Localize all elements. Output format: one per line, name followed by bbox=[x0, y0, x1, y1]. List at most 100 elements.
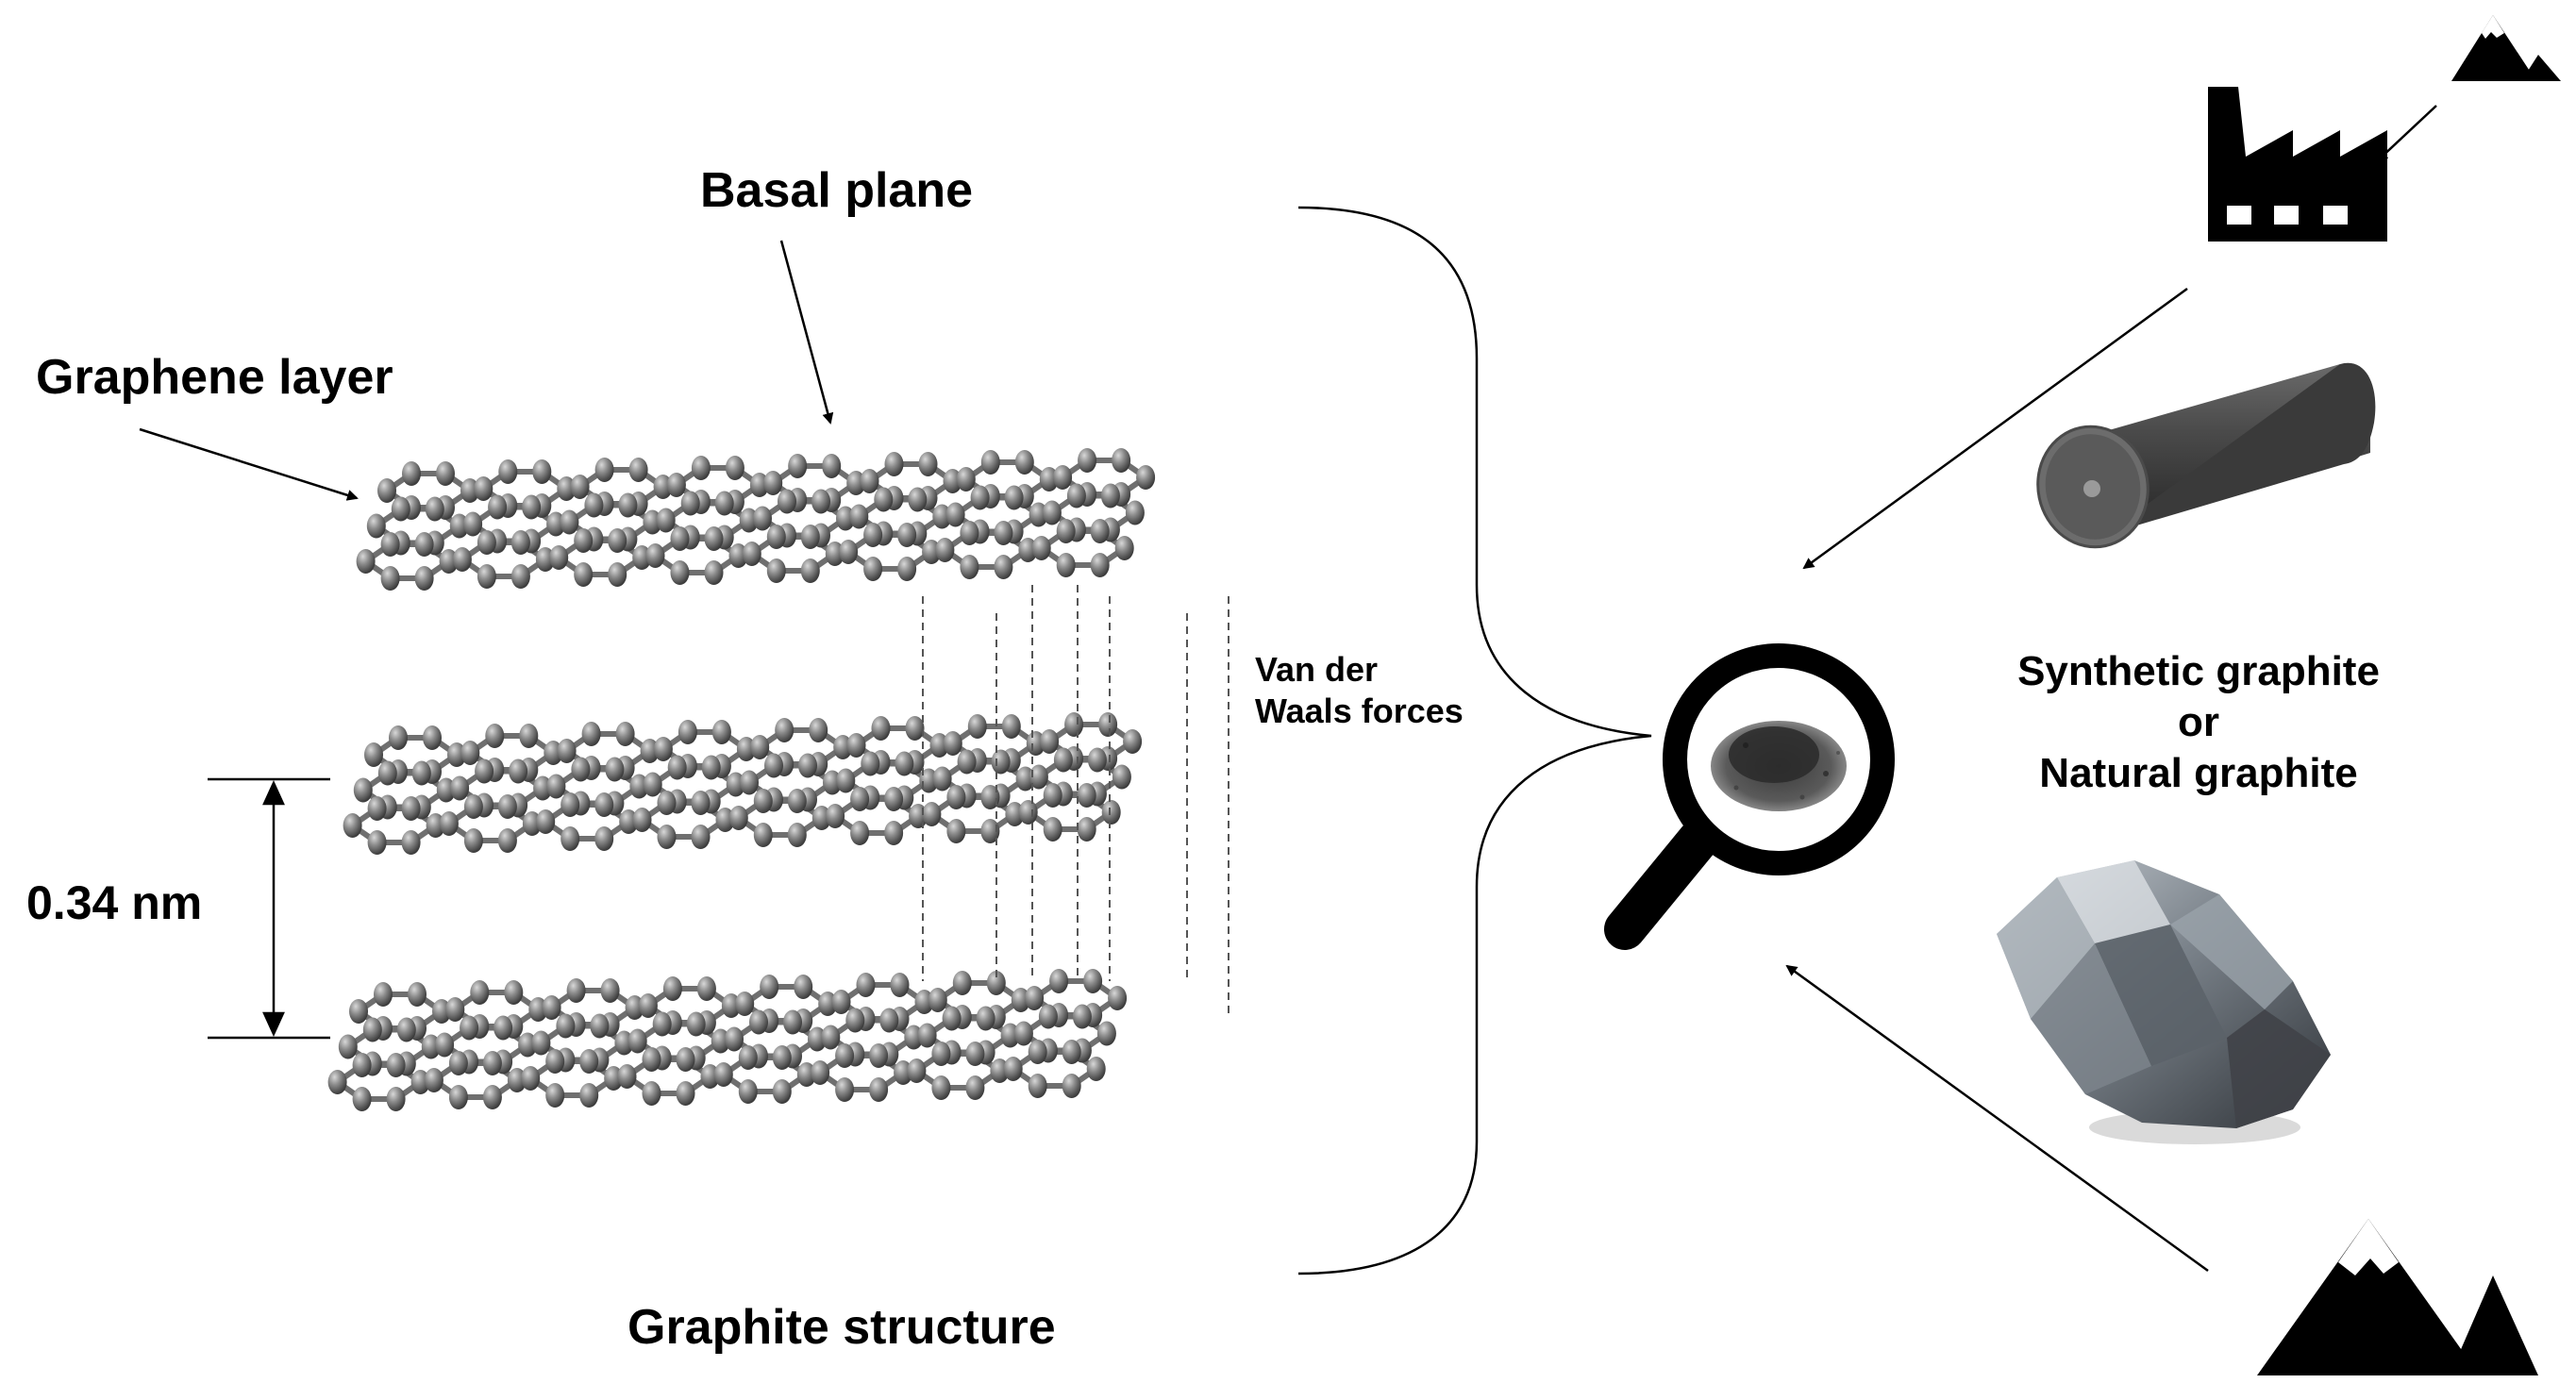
carbon-atom bbox=[676, 1047, 695, 1072]
carbon-atom bbox=[594, 826, 614, 851]
carbon-atom bbox=[380, 532, 400, 557]
carbon-atom bbox=[1125, 500, 1145, 525]
carbon-atom bbox=[463, 828, 483, 853]
carbon-atom bbox=[850, 787, 870, 811]
carbon-atom bbox=[980, 819, 1000, 843]
carbon-atom bbox=[856, 973, 876, 997]
carbon-atom bbox=[1053, 747, 1073, 773]
carbon-atom bbox=[1003, 1057, 1023, 1081]
carbon-atom bbox=[482, 1085, 502, 1109]
carbon-atom bbox=[411, 760, 431, 786]
carbon-atom bbox=[932, 766, 952, 792]
carbon-atom bbox=[594, 458, 614, 482]
factory-icon bbox=[2208, 87, 2387, 242]
carbon-atom bbox=[1090, 553, 1110, 577]
carbon-atom bbox=[704, 526, 724, 551]
carbon-atom bbox=[1031, 536, 1051, 560]
carbon-atom bbox=[450, 775, 470, 801]
carbon-atom bbox=[942, 1006, 962, 1031]
curly-brace bbox=[1297, 206, 1652, 1275]
carbon-atom bbox=[1043, 817, 1062, 842]
carbon-atom bbox=[439, 811, 459, 836]
carbon-atom bbox=[401, 830, 421, 855]
carbon-atom bbox=[386, 1087, 406, 1111]
carbon-atom bbox=[618, 492, 638, 518]
carbon-atom bbox=[408, 982, 427, 1007]
carbon-atom bbox=[497, 794, 517, 819]
carbon-atom bbox=[994, 521, 1013, 545]
carbon-atom bbox=[1028, 1074, 1047, 1098]
carbon-atom bbox=[1029, 764, 1048, 790]
carbon-atom bbox=[463, 511, 483, 537]
graphite-source-label: Synthetic graphite or Natural graphite bbox=[1972, 646, 2425, 799]
or-label: or bbox=[2178, 699, 2219, 745]
carbon-atom bbox=[1040, 729, 1060, 754]
carbon-atom bbox=[738, 1079, 758, 1104]
carbon-atom bbox=[460, 1015, 479, 1041]
carbon-atom bbox=[952, 971, 972, 995]
carbon-atom bbox=[725, 1026, 744, 1052]
mountain-icon-small bbox=[2451, 15, 2561, 81]
carbon-atom bbox=[1077, 817, 1096, 842]
carbon-atom bbox=[642, 1047, 661, 1072]
carbon-atom bbox=[884, 787, 904, 811]
carbon-atom bbox=[811, 489, 830, 514]
carbon-atom bbox=[574, 562, 594, 587]
mountain-icon-large bbox=[2257, 1219, 2538, 1375]
basal-plane-label: Basal plane bbox=[700, 163, 974, 218]
carbon-atom bbox=[662, 976, 682, 1001]
carbon-atom bbox=[753, 506, 772, 531]
carbon-atom bbox=[976, 1006, 995, 1031]
carbon-atom bbox=[800, 558, 820, 583]
carbon-atom bbox=[510, 530, 530, 555]
carbon-atom bbox=[753, 789, 773, 813]
carbon-atom bbox=[713, 1062, 733, 1087]
carbon-atom bbox=[364, 742, 383, 767]
carbon-atom bbox=[691, 825, 711, 849]
carbon-atom bbox=[1066, 483, 1086, 508]
carbon-atom bbox=[386, 1053, 406, 1077]
carbon-atom bbox=[897, 523, 917, 547]
carbon-atom bbox=[628, 458, 648, 482]
carbon-atom bbox=[879, 1008, 899, 1033]
interlayer-distance-marker bbox=[208, 777, 330, 1040]
carbon-atom bbox=[389, 725, 408, 750]
carbon-atom bbox=[367, 796, 387, 821]
carbon-atom bbox=[377, 478, 396, 503]
carbon-atom bbox=[763, 471, 783, 495]
carbon-atom bbox=[642, 1081, 661, 1106]
carbon-atom bbox=[917, 1023, 937, 1048]
carbon-atom bbox=[960, 521, 979, 545]
carbon-atom bbox=[366, 513, 386, 539]
carbon-atom bbox=[488, 494, 508, 520]
graphene-layers bbox=[327, 448, 1156, 1111]
carbon-atom bbox=[356, 549, 376, 574]
carbon-atom bbox=[1056, 519, 1076, 543]
graphene-layer-middle bbox=[343, 712, 1143, 855]
carbon-atom bbox=[676, 1081, 695, 1106]
carbon-atom bbox=[946, 785, 966, 809]
carbon-atom bbox=[787, 823, 807, 847]
carbon-atom bbox=[627, 1028, 647, 1054]
carbon-atom bbox=[890, 973, 910, 997]
carbon-atom bbox=[778, 489, 796, 514]
carbon-atom bbox=[986, 971, 1006, 995]
label-pointers bbox=[139, 240, 834, 501]
carbon-atom bbox=[1056, 553, 1076, 577]
carbon-atom bbox=[657, 791, 677, 815]
natural-graphite-label: Natural graphite bbox=[2039, 750, 2358, 796]
carbon-atom bbox=[632, 808, 652, 832]
carbon-atom bbox=[863, 523, 883, 547]
carbon-atom bbox=[504, 980, 524, 1005]
carbon-atom bbox=[956, 467, 976, 492]
carbon-atom bbox=[753, 823, 773, 847]
carbon-atom bbox=[566, 978, 586, 1003]
carbon-atom bbox=[725, 456, 744, 480]
carbon-atom bbox=[928, 988, 947, 1012]
carbon-atom bbox=[1098, 712, 1118, 737]
carbon-atom bbox=[532, 459, 552, 484]
carbon-atom bbox=[869, 1077, 889, 1102]
carbon-atom bbox=[943, 731, 962, 756]
